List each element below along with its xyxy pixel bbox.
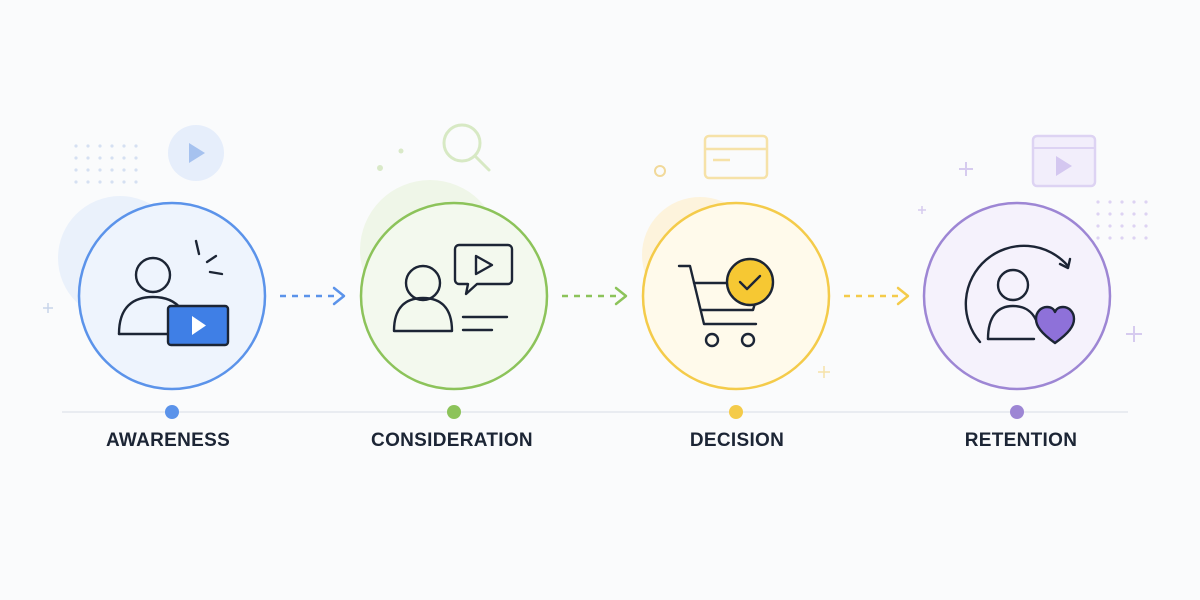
stage-retention bbox=[918, 134, 1148, 391]
person-heart-cycle-icon bbox=[964, 244, 1076, 345]
shopping-cart-check-icon bbox=[677, 257, 775, 348]
decor-ring bbox=[654, 165, 666, 177]
decor-sparkle-icon bbox=[818, 366, 830, 378]
decor-play-icon bbox=[168, 125, 224, 181]
decor-sparkle-icon bbox=[959, 162, 973, 176]
stage-label-consideration: CONSIDERATION bbox=[371, 430, 533, 451]
decor-browser-video-icon bbox=[1031, 134, 1097, 188]
decor-dot-grid bbox=[1096, 200, 1148, 240]
person-with-video-icon bbox=[117, 239, 230, 347]
decor-magnifier-icon bbox=[442, 123, 491, 172]
decor-dot bbox=[377, 165, 383, 171]
person-with-video-message-icon bbox=[392, 243, 514, 333]
decor-dot bbox=[398, 148, 404, 154]
decor-sparkle-icon bbox=[918, 206, 926, 214]
flow-arrow-1 bbox=[280, 286, 346, 306]
stage-label-retention: RETENTION bbox=[964, 430, 1078, 451]
stage-label-decision: DECISION bbox=[689, 430, 785, 451]
timeline-dot-awareness bbox=[165, 405, 179, 419]
stage-consideration bbox=[359, 123, 549, 391]
timeline-dot-decision bbox=[729, 405, 743, 419]
consideration-circle bbox=[359, 201, 549, 391]
decor-dot-grid bbox=[74, 144, 138, 184]
timeline-dot-consideration bbox=[447, 405, 461, 419]
decor-credit-card-icon bbox=[703, 134, 769, 180]
decor-sparkle-icon bbox=[1126, 326, 1142, 342]
decor-sparkle-icon bbox=[43, 303, 53, 313]
awareness-circle bbox=[77, 201, 267, 391]
timeline-dot-retention bbox=[1010, 405, 1024, 419]
stage-awareness bbox=[43, 125, 267, 391]
stage-decision bbox=[641, 134, 831, 391]
flow-arrow-3 bbox=[844, 286, 910, 306]
retention-circle bbox=[922, 201, 1112, 391]
flow-arrow-2 bbox=[562, 286, 628, 306]
stage-label-awareness: AWARENESS bbox=[105, 430, 231, 451]
